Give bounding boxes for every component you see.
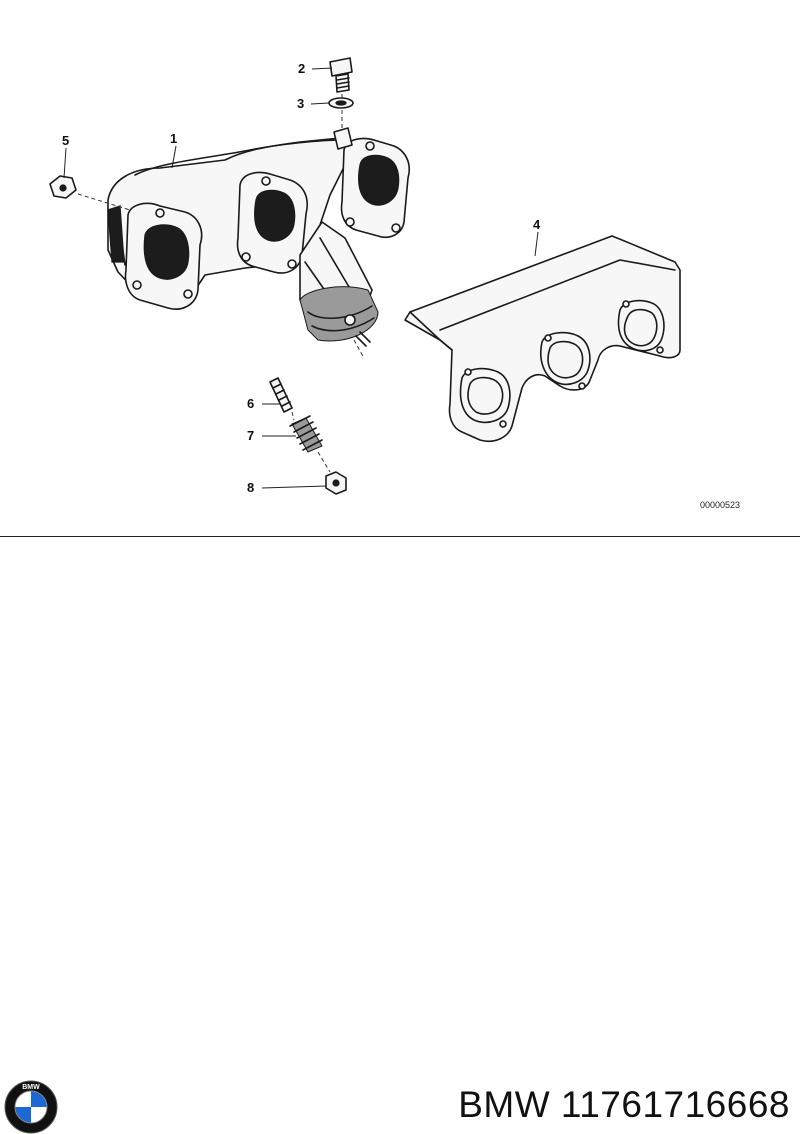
bmw-logo-icon: BMW (4, 1080, 58, 1134)
bmw-logo-letters: BMW (22, 1084, 40, 1091)
footer-bar: BMW BMW 11761716668 (0, 538, 800, 1134)
leader-line-4 (534, 231, 539, 257)
washer (328, 97, 354, 109)
leader-line-3 (310, 102, 330, 105)
exploded-parts-diagram: 1 2 3 4 5 6 7 8 00000523 (0, 0, 800, 537)
diagram-drawing (49, 57, 681, 495)
leader-line-8 (261, 485, 327, 489)
callout-2: 2 (298, 61, 306, 76)
callout-7: 7 (247, 428, 255, 443)
spring (289, 415, 323, 453)
callout-1: 1 (170, 131, 178, 146)
exhaust-manifold (107, 127, 410, 347)
leader-line-1 (171, 145, 177, 169)
flange-nut (325, 471, 347, 495)
heat-shield (404, 235, 681, 442)
callout-6: 6 (247, 396, 255, 411)
stud (269, 377, 293, 413)
callout-5: 5 (62, 133, 70, 148)
callout-4: 4 (533, 217, 541, 232)
nut (49, 175, 77, 199)
callout-8: 8 (247, 480, 255, 495)
diagram-reference-code: 00000523 (700, 500, 741, 510)
leader-line-2 (311, 67, 333, 70)
callout-3: 3 (297, 96, 305, 111)
leader-line-5 (63, 147, 67, 179)
bolt (329, 57, 353, 93)
part-title: BMW 11761716668 (458, 1084, 790, 1125)
